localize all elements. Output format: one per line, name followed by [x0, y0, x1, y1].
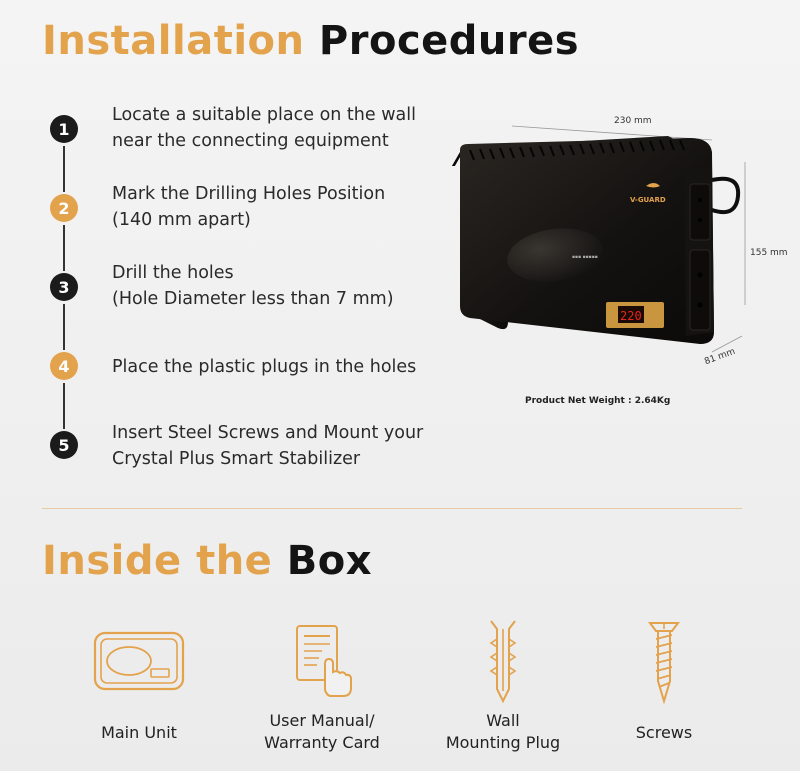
- step-4-badge: 4: [50, 352, 78, 380]
- step-connector: [63, 225, 65, 271]
- installation-title-accent: Installation: [42, 18, 305, 64]
- product-illustration: ▪▪▪ ▪▪▪▪▪ V-GUARD 220: [450, 100, 790, 420]
- step-5-badge: 5: [50, 431, 78, 459]
- step-4-text: Place the plastic plugs in the holes: [112, 357, 417, 377]
- product-weight: Product Net Weight : 2.64Kg: [525, 396, 671, 406]
- stabilizer-image: ▪▪▪ ▪▪▪▪▪ V-GUARD 220: [451, 125, 746, 353]
- inside-box-title: Inside the Box: [42, 538, 372, 584]
- width-dimension: 230 mm: [614, 116, 652, 126]
- screw-icon: [648, 622, 680, 705]
- main-unit-icon: [93, 631, 185, 691]
- box-item-label: Wall Mounting Plug: [445, 711, 561, 752]
- inside-box-title-accent: Inside the: [42, 538, 273, 584]
- step-3-text: Drill the holes(Hole Diameter less than …: [112, 263, 394, 309]
- box-item-label: Screws: [635, 723, 693, 742]
- brand-logo: V-GUARD: [630, 196, 666, 204]
- height-dimension: 155 mm: [750, 248, 788, 258]
- step-connector: [63, 146, 65, 192]
- box-item-screws: Screws: [584, 610, 744, 744]
- product-model-text: ▪▪▪ ▪▪▪▪▪: [572, 255, 598, 260]
- box-item-main-unit: Main Unit: [59, 610, 219, 744]
- box-item-user-manual: User Manual/ Warranty Card: [242, 610, 402, 754]
- step-2-badge: 2: [50, 194, 78, 222]
- user-manual-icon: [296, 625, 352, 697]
- installation-title: Installation Procedures: [42, 18, 579, 64]
- step-connector: [63, 383, 65, 429]
- inside-box-title-dark: Box: [286, 538, 373, 584]
- display-readout: 220: [620, 309, 642, 323]
- step-1-badge: 1: [50, 115, 78, 143]
- step-2-text: Mark the Drilling Holes Position(140 mm …: [112, 184, 386, 230]
- brand-kangaroo-icon: [646, 183, 660, 188]
- box-item-wall-plug: Wall Mounting Plug: [423, 610, 583, 754]
- box-item-label: User Manual/ Warranty Card: [264, 711, 380, 752]
- step-3-badge: 3: [50, 273, 78, 301]
- wall-plug-icon: [489, 620, 517, 704]
- installation-title-dark: Procedures: [318, 18, 580, 64]
- box-item-label: Main Unit: [101, 723, 177, 742]
- section-divider: [42, 508, 742, 509]
- step-connector: [63, 304, 65, 350]
